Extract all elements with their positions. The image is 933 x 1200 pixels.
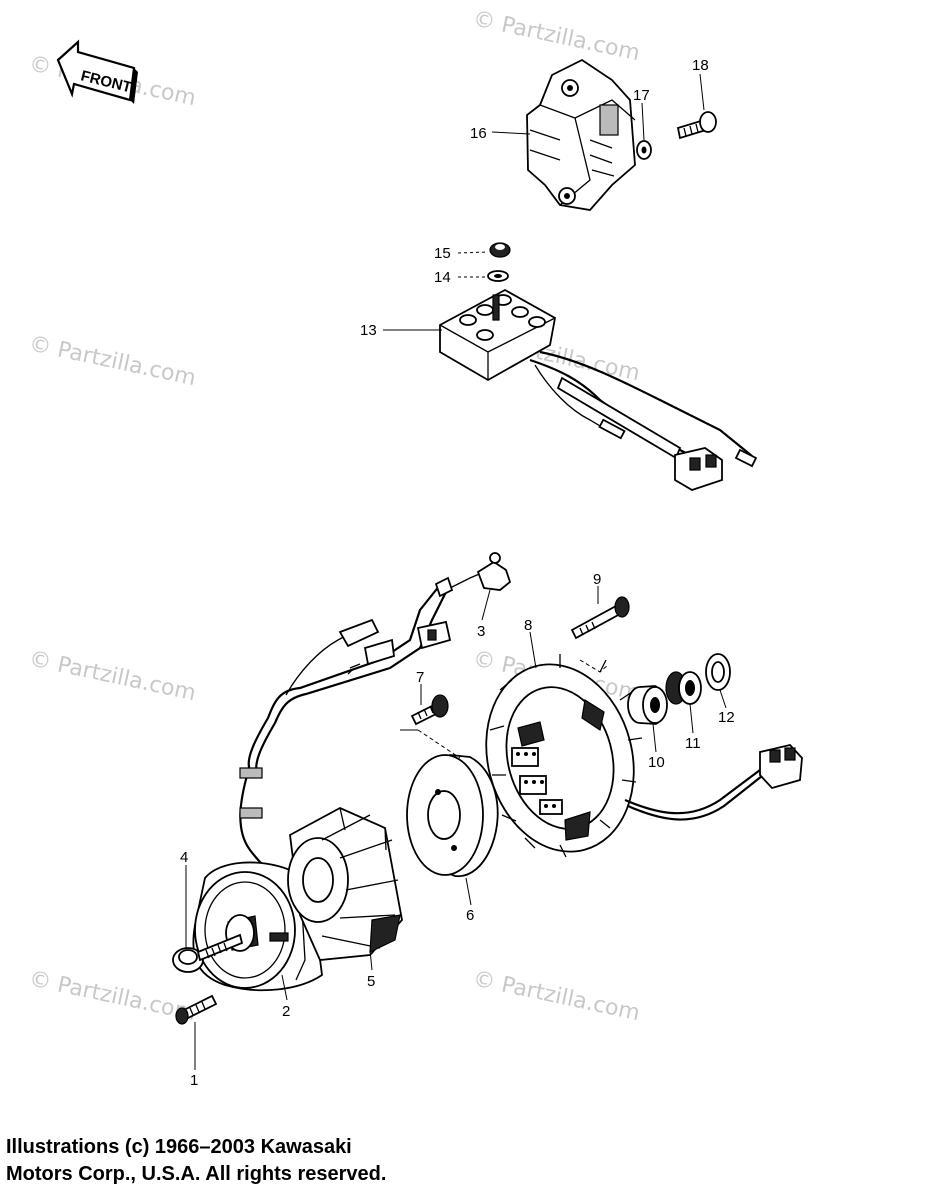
callout-8: 8 <box>524 617 532 634</box>
callout-2: 2 <box>282 1003 290 1020</box>
callout-4: 4 <box>180 849 188 866</box>
leader-lines <box>185 73 727 1070</box>
watermark: © Partzilla.com <box>27 646 198 706</box>
stator-connector <box>624 744 803 821</box>
callout-9: 9 <box>593 571 601 588</box>
copyright-notice: Illustrations (c) 1966–2003 Kawasaki Mot… <box>6 1134 386 1188</box>
watermark: © Partzilla.com <box>27 331 198 391</box>
nut-part-15 <box>489 242 511 258</box>
front-arrow-icon: FRONT <box>56 39 138 104</box>
callout-18: 18 <box>692 57 709 74</box>
callout-11: 11 <box>685 735 701 752</box>
rotor-hub-part-5 <box>287 806 403 961</box>
washer-part-14 <box>487 270 509 282</box>
bolt-part-4 <box>172 933 244 973</box>
callout-7: 7 <box>416 669 424 686</box>
rotor-part-2 <box>192 861 323 992</box>
callout-17: 17 <box>633 87 650 104</box>
watermark: © Partzilla.com <box>27 966 198 1026</box>
bolt-part-9 <box>570 596 630 640</box>
washer-part-12 <box>705 653 731 691</box>
callout-3: 3 <box>477 623 485 640</box>
bearing-part-11 <box>665 671 702 705</box>
plate-part-6 <box>406 754 499 878</box>
bolt-part-18 <box>676 111 717 140</box>
regulator-part-16 <box>526 58 636 211</box>
collar-part-10 <box>627 685 668 725</box>
washer-part-17 <box>636 140 652 160</box>
stator-part-8 <box>485 654 643 858</box>
callout-6: 6 <box>466 907 474 924</box>
bolt-part-1 <box>175 994 218 1025</box>
callout-15: 15 <box>434 245 451 262</box>
copyright-line-1: Illustrations (c) 1966–2003 Kawasaki <box>6 1136 352 1158</box>
assembly-lines <box>400 659 609 759</box>
callout-14: 14 <box>434 269 451 286</box>
callout-13: 13 <box>360 322 377 339</box>
callout-labels: 1 2 3 4 5 6 7 8 9 10 11 12 13 14 15 16 1… <box>180 57 735 1089</box>
rectifier-part-13 <box>439 288 758 491</box>
watermark: © Partzilla.com <box>471 6 642 66</box>
copyright-line-2: Motors Corp., U.S.A. All rights reserved… <box>6 1163 387 1185</box>
watermark: © Partzilla.com <box>471 966 642 1026</box>
bolt-part-7 <box>410 694 449 726</box>
callout-16: 16 <box>470 125 487 142</box>
callout-12: 12 <box>718 709 735 726</box>
callout-1: 1 <box>190 1072 198 1089</box>
callout-5: 5 <box>367 973 375 990</box>
callout-10: 10 <box>648 754 665 771</box>
